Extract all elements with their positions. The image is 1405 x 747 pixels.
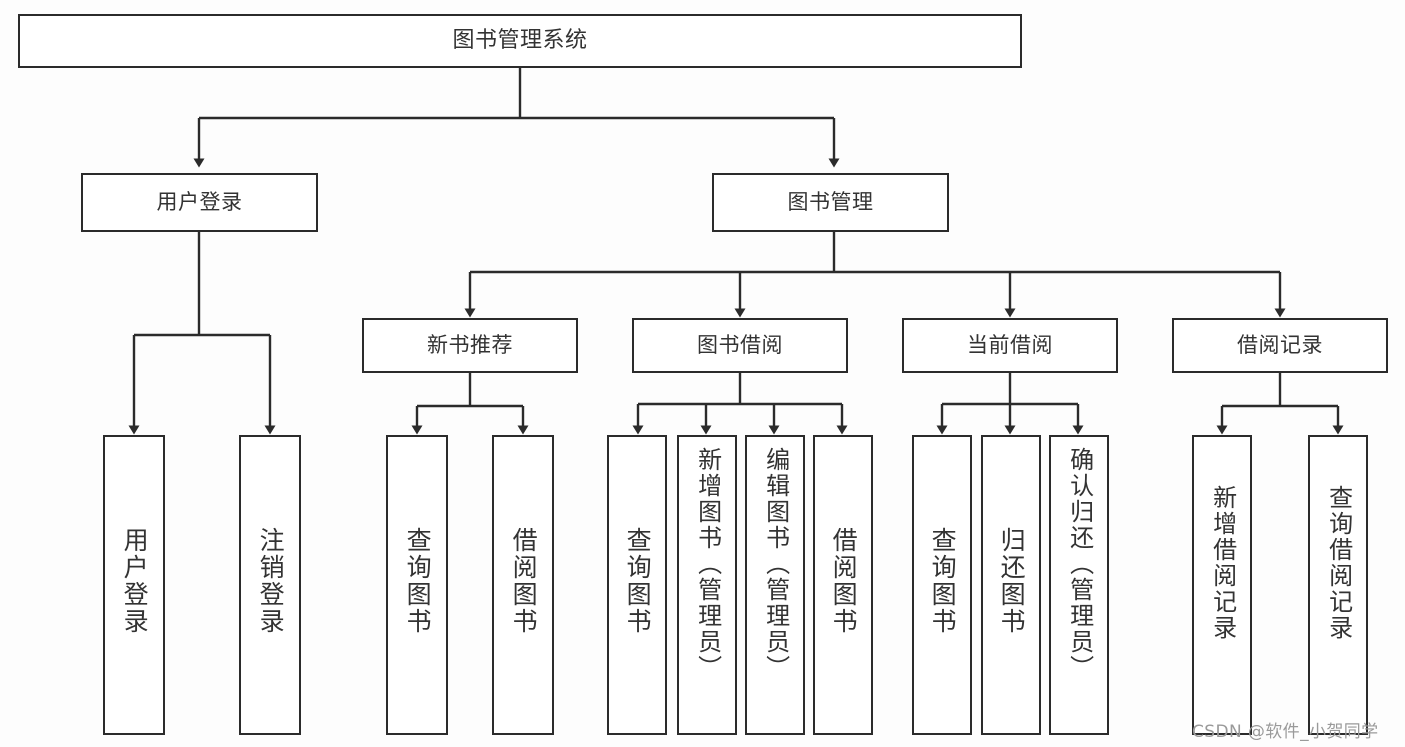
- leaf-borrow-books-borrow[interactable]: 借阅图书: [813, 435, 873, 735]
- node-label: 图书管理系统: [452, 28, 588, 54]
- node-label: 查询借阅记录: [1324, 485, 1353, 641]
- node-label: 确认归还（管理员）: [1065, 447, 1094, 681]
- node-label: 借阅图书: [509, 527, 539, 635]
- node-label: 新增借阅记录: [1208, 485, 1237, 641]
- node-label: 用户登录: [120, 527, 150, 635]
- node-new-book-recommend[interactable]: 新书推荐: [362, 318, 578, 373]
- node-label: 查询图书: [928, 527, 958, 635]
- leaf-query-books-recommend[interactable]: 查询图书: [386, 435, 448, 735]
- leaf-logout[interactable]: 注销登录: [239, 435, 301, 735]
- node-label: 用户登录: [156, 190, 243, 215]
- leaf-user-login[interactable]: 用户登录: [103, 435, 165, 735]
- node-label: 注销登录: [256, 527, 286, 635]
- leaf-borrow-books-recommend[interactable]: 借阅图书: [492, 435, 554, 735]
- node-label: 当前借阅: [967, 333, 1053, 358]
- node-book-management[interactable]: 图书管理: [712, 173, 949, 232]
- leaf-add-book-admin[interactable]: 新增图书（管理员）: [677, 435, 737, 735]
- node-book-borrow[interactable]: 图书借阅: [632, 318, 848, 373]
- node-label: 查询图书: [623, 527, 653, 635]
- node-label: 查询图书: [403, 527, 433, 635]
- node-label: 图书借阅: [697, 333, 783, 358]
- node-label: 借阅记录: [1237, 333, 1323, 358]
- node-label: 图书管理: [787, 190, 874, 215]
- leaf-query-borrow-record[interactable]: 查询借阅记录: [1308, 435, 1368, 735]
- node-user-login[interactable]: 用户登录: [81, 173, 318, 232]
- node-label: 编辑图书（管理员）: [761, 447, 790, 681]
- csdn-watermark: CSDN @软件_小贺同学: [1192, 722, 1379, 742]
- node-label: 新书推荐: [427, 333, 513, 358]
- node-label: 新增图书（管理员）: [693, 447, 722, 681]
- node-borrow-records[interactable]: 借阅记录: [1172, 318, 1388, 373]
- node-root-library-system[interactable]: 图书管理系统: [18, 14, 1022, 68]
- leaf-edit-book-admin[interactable]: 编辑图书（管理员）: [745, 435, 805, 735]
- leaf-add-borrow-record[interactable]: 新增借阅记录: [1192, 435, 1252, 735]
- leaf-query-books-borrow[interactable]: 查询图书: [607, 435, 667, 735]
- node-current-borrow[interactable]: 当前借阅: [902, 318, 1118, 373]
- node-label: 借阅图书: [829, 527, 859, 635]
- node-label: 归还图书: [997, 527, 1027, 635]
- leaf-return-books[interactable]: 归还图书: [981, 435, 1041, 735]
- leaf-confirm-return-admin[interactable]: 确认归还（管理员）: [1049, 435, 1109, 735]
- leaf-query-books-current[interactable]: 查询图书: [912, 435, 972, 735]
